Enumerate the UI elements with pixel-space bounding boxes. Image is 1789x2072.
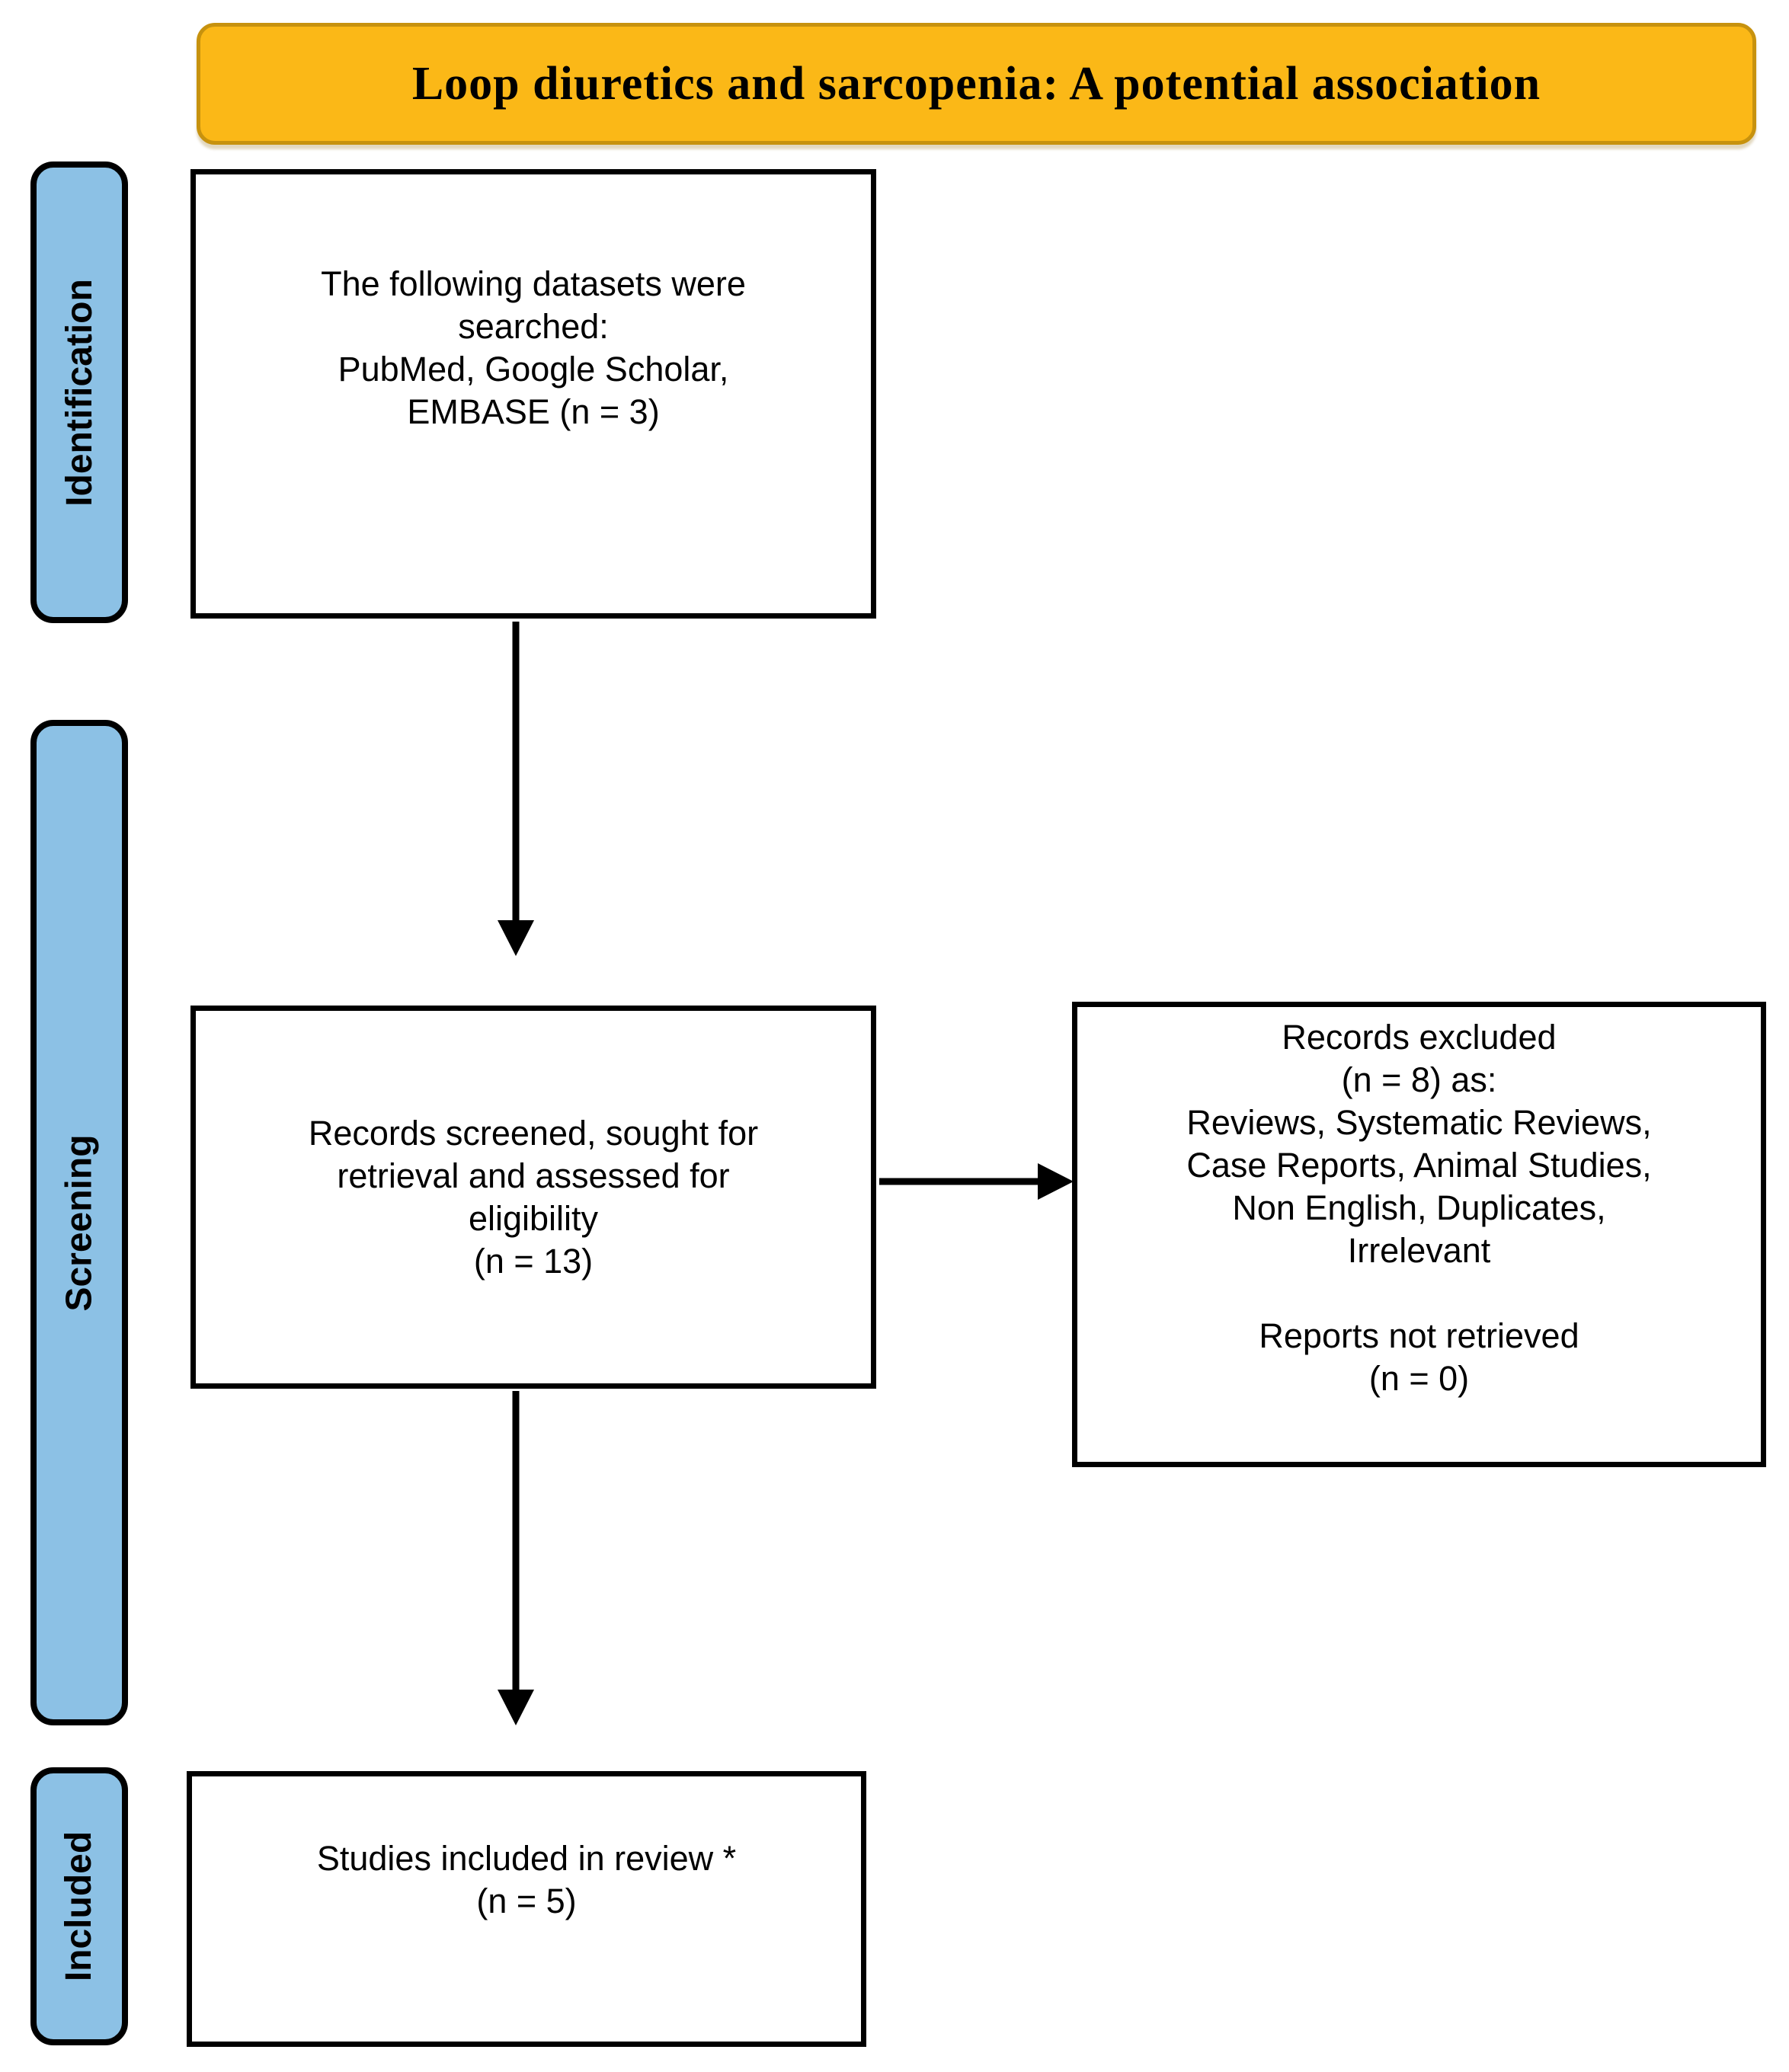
- box-text-line: Records excluded: [1282, 1018, 1557, 1057]
- box-text-line: (n = 13): [473, 1241, 594, 1281]
- title-banner: Loop diuretics and sarcopenia: A potenti…: [197, 23, 1756, 145]
- box-text-line: searched:: [458, 307, 609, 346]
- box-text-line: EMBASE (n = 3): [407, 392, 660, 431]
- stage-label-screening: Screening: [30, 720, 128, 1725]
- box-text-line: Records screened, sought for: [308, 1113, 759, 1153]
- box-studies-included: Studies included in review * (n = 5): [187, 1771, 866, 2047]
- box-text-line: retrieval and assessed for: [337, 1156, 730, 1195]
- box-text-line: The following datasets were: [321, 264, 746, 303]
- box-text-line: Reports not retrieved: [1259, 1316, 1579, 1355]
- box-text-line: eligibility: [468, 1198, 599, 1238]
- box-text-line: [1414, 1272, 1424, 1315]
- stage-label-identification: Identification: [30, 161, 128, 623]
- stage-label-included-text: Included: [59, 1831, 100, 1982]
- box-text-line: PubMed, Google Scholar,: [338, 350, 729, 388]
- arrow-screened-to-included: [498, 1391, 534, 1725]
- box-text-line: Case Reports, Animal Studies,: [1186, 1146, 1652, 1185]
- arrow-screened-to-excluded: [879, 1163, 1074, 1200]
- box-text-line: Reviews, Systematic Reviews,: [1186, 1103, 1652, 1142]
- box-text-line: (n = 5): [476, 1882, 577, 1920]
- stage-label-screening-text: Screening: [59, 1134, 100, 1312]
- diagram-title: Loop diuretics and sarcopenia: A potenti…: [411, 57, 1541, 110]
- box-datasets-searched: The following datasets were searched: PubM…: [190, 169, 876, 619]
- box-records-excluded: Records excluded(n = 8) as: Reviews, Syst…: [1072, 1002, 1766, 1467]
- box-text-line: Irrelevant: [1347, 1231, 1491, 1270]
- stage-label-included: Included: [30, 1767, 128, 2045]
- stage-label-identification-text: Identification: [59, 278, 100, 507]
- box-text-line: (n = 0): [1368, 1359, 1470, 1398]
- box-text-line: (n = 8) as:: [1341, 1060, 1497, 1099]
- arrow-datasets-to-screened: [498, 622, 534, 956]
- box-text-line: Non English, Duplicates,: [1232, 1188, 1606, 1227]
- box-text-line: Studies included in review *: [316, 1839, 737, 1878]
